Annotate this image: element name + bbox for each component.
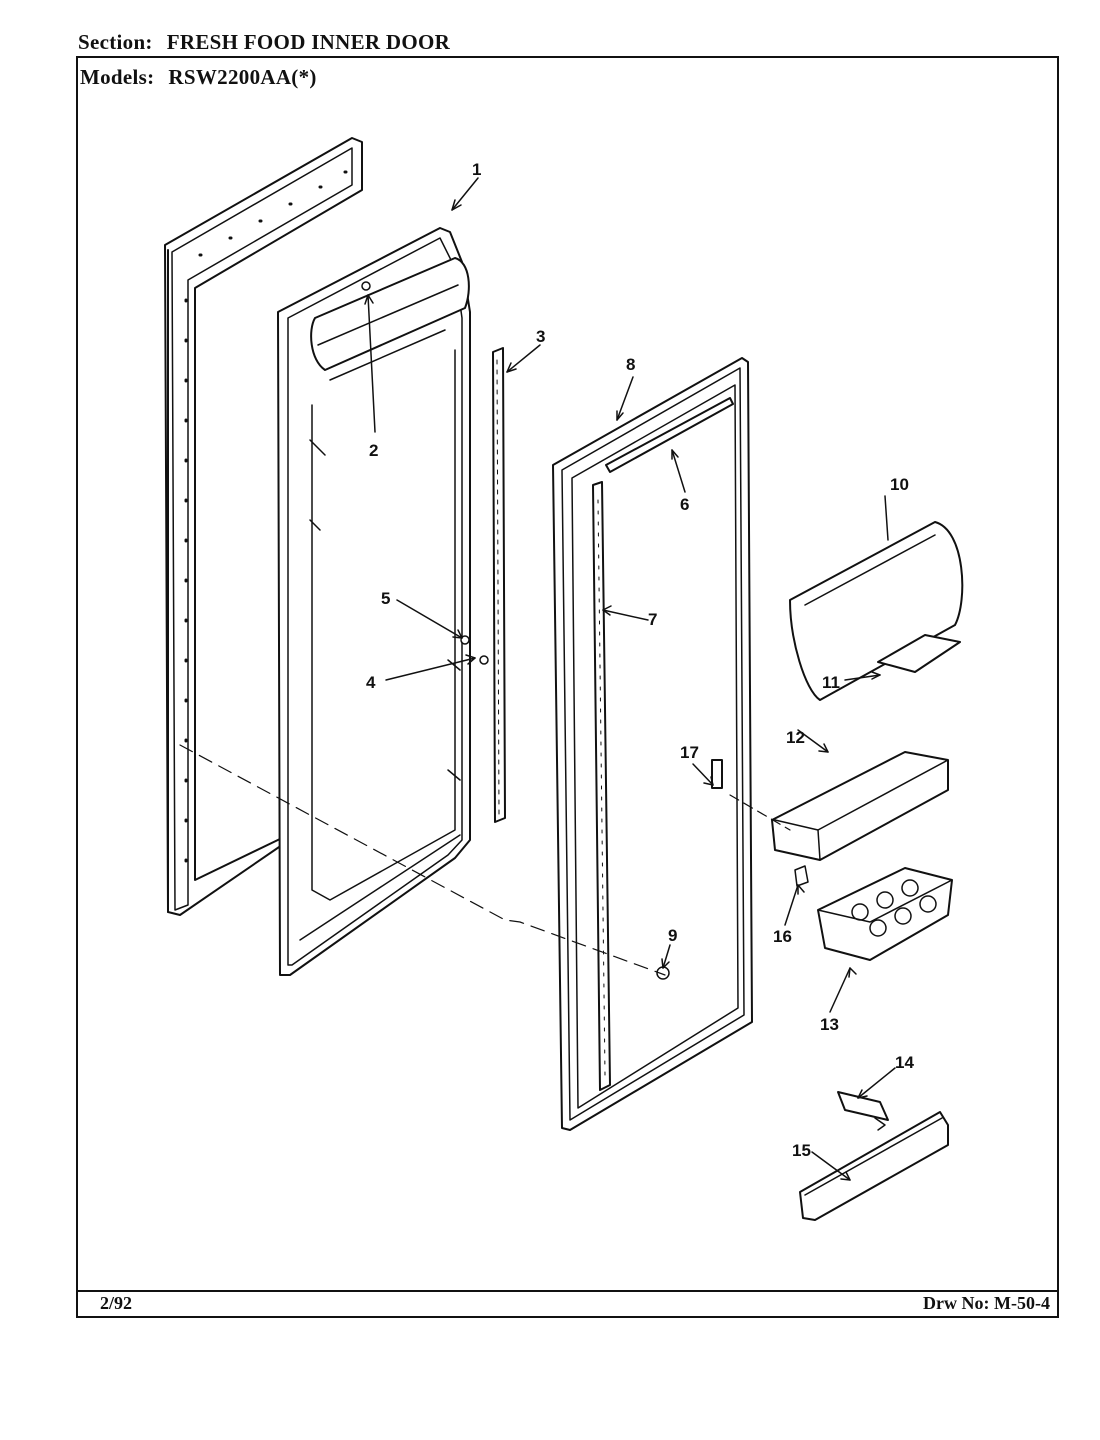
- door-shelf-bin: [771, 751, 949, 861]
- callout-12: 12: [786, 728, 805, 747]
- door-gasket-strip: [492, 347, 506, 823]
- callout-13: 13: [820, 1015, 839, 1034]
- drawing-frame: [76, 56, 1059, 1318]
- alignment-line-bin: [729, 794, 791, 831]
- callout-8: 8: [626, 355, 635, 374]
- footer-divider: [78, 1290, 1058, 1292]
- dairy-cover: [789, 521, 964, 701]
- shelf-rail: [799, 1111, 949, 1221]
- callout-6: 6: [680, 495, 689, 514]
- callout-3: 3: [536, 327, 545, 346]
- egg-bin: [817, 867, 953, 961]
- drawing-number: Drw No: M-50-4: [923, 1293, 1050, 1313]
- models-header: Models: RSW2200AA(*): [80, 65, 317, 90]
- callout-16: 16: [773, 927, 792, 946]
- callout-1: 1: [472, 160, 481, 179]
- revision-date: 2/92: [100, 1293, 133, 1313]
- section-header: Section: FRESH FOOD INNER DOOR: [78, 30, 450, 55]
- callout-10: 10: [890, 475, 909, 494]
- callout-9: 9: [668, 926, 677, 945]
- alignment-line: [179, 744, 666, 976]
- models-label: Models:: [80, 65, 155, 89]
- callout-4: 4: [366, 673, 376, 692]
- callout-11: 11: [822, 673, 840, 692]
- outer-door-panel: [164, 137, 363, 916]
- leader-lines: [364, 177, 896, 1181]
- door-panel-front: [552, 357, 753, 1131]
- models-value: RSW2200AA(*): [168, 65, 317, 89]
- callout-5: 5: [381, 589, 390, 608]
- callout-17: 17: [680, 743, 699, 762]
- shelf-clip: [837, 1091, 889, 1131]
- callout-14: 14: [895, 1053, 914, 1072]
- fasteners: [361, 281, 809, 980]
- callout-labels: 1 2 3 4 5 6 7 8 9 10 11 12 13 14 15 16 1…: [366, 160, 914, 1160]
- section-title: FRESH FOOD INNER DOOR: [166, 30, 451, 54]
- section-label: Section:: [78, 30, 153, 54]
- callout-15: 15: [792, 1141, 811, 1160]
- callout-2: 2: [369, 441, 378, 460]
- callout-7: 7: [648, 610, 657, 629]
- inner-door-liner: [277, 227, 471, 976]
